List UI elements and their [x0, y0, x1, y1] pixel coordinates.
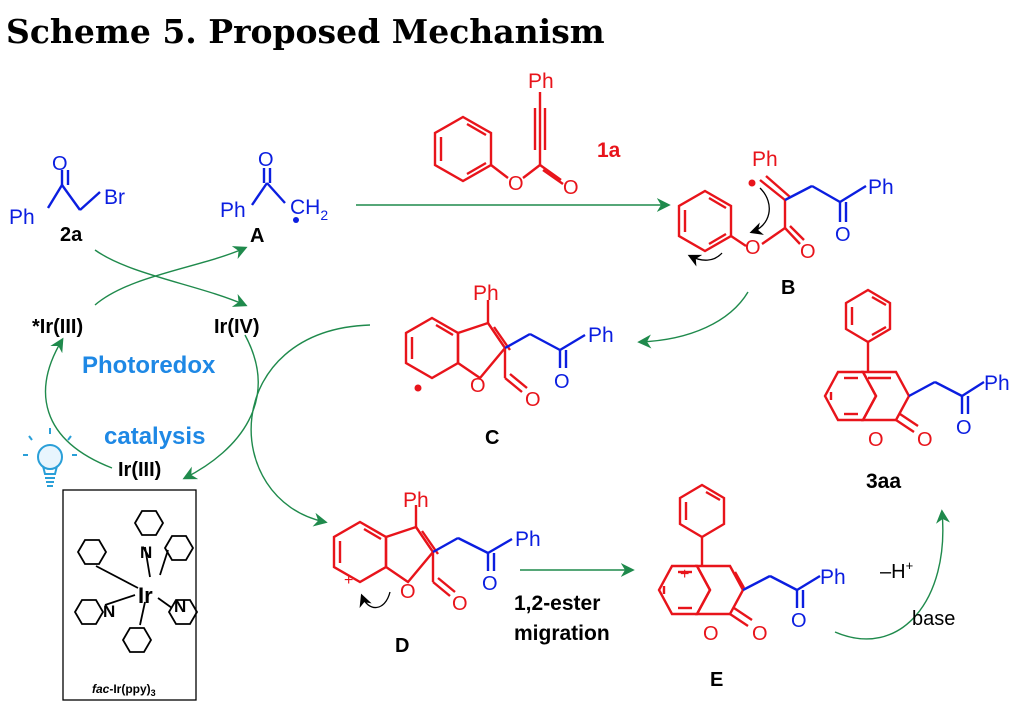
migration-line1: 1,2-ester [514, 592, 600, 615]
label-C: C [485, 427, 499, 449]
photoredox-label: Photoredox [82, 352, 216, 379]
catalyst-name: fac-Ir(ppy)3 [92, 682, 156, 698]
deprotonation-label: –H+ [880, 558, 913, 583]
atom-o-2a: O [52, 153, 68, 175]
base-label: base [912, 608, 955, 630]
light-bulb-icon [23, 428, 77, 487]
atom-o-B-ester: O [745, 237, 761, 259]
atom-o-C-ring: O [470, 375, 486, 397]
atom-o-D-ring: O [400, 581, 416, 603]
atom-o-D-ketone: O [482, 573, 498, 595]
intermediate-E-structure [657, 483, 821, 627]
radical-A-structure [251, 168, 286, 206]
arrow-IrIV-to-IrIII [182, 334, 259, 480]
atom-o-B-ketone: O [835, 224, 851, 246]
ph-D-right: Ph [515, 528, 541, 551]
compound-1a [433, 92, 564, 185]
arrow-E-to-3aa [834, 509, 950, 640]
migration-line2: migration [514, 622, 610, 645]
label-D: D [395, 635, 409, 657]
atom-o-3aa-ring: O [868, 429, 884, 451]
arrow-2a-to-IrIV [94, 249, 248, 307]
intermediate-D-structure [332, 505, 513, 609]
atom-o-E-ketone: O [791, 610, 807, 632]
label-A: A [250, 225, 264, 247]
compound-2a [46, 170, 101, 211]
label-E: E [710, 669, 723, 691]
ph-B-right: Ph [868, 176, 894, 199]
atom-o-3aa-ketone: O [956, 417, 972, 439]
ph-C-top: Ph [473, 282, 499, 305]
atom-o-C-ketone: O [554, 371, 570, 393]
arrow-B-to-C [637, 291, 749, 349]
label-B: B [781, 277, 795, 299]
atom-o-D-carbonyl: O [452, 593, 468, 615]
atom-o-C-carbonyl: O [525, 389, 541, 411]
atom-o-E-ring: O [703, 623, 719, 645]
intermediate-C-structure [404, 300, 586, 393]
ch2-A: CH2 [290, 196, 328, 223]
ph-E-right: Ph [820, 566, 846, 589]
atom-o-1a-carbonyl: O [563, 177, 579, 199]
catalysis-label: catalysis [104, 423, 205, 450]
ir-iii-label: Ir(III) [118, 459, 161, 481]
arrow-C-to-D [250, 324, 371, 527]
label-2a: 2a [60, 224, 83, 246]
arrow-IrIII-to-A [94, 246, 248, 306]
ph-1a: Ph [528, 70, 554, 93]
atom-o-A: O [258, 149, 274, 171]
excited-ir-label: *Ir(III) [32, 316, 83, 338]
atom-o-E-carbonyl: O [752, 623, 768, 645]
ph-A: Ph [220, 199, 246, 222]
ir-iv-label: Ir(IV) [214, 316, 260, 338]
ph-3aa-right: Ph [984, 372, 1010, 395]
atom-o-3aa-carbonyl: O [917, 429, 933, 451]
intermediate-B-structure [677, 175, 867, 267]
atom-ir: Ir [138, 583, 153, 608]
cation-D: + [344, 572, 353, 589]
arrow-IrIII-to-excited [44, 337, 113, 469]
scheme-title: Scheme 5. Proposed Mechanism [6, 12, 605, 51]
catalyst-box: N Ir N N fac-Ir(ppy)3 [62, 489, 199, 701]
label-3aa: 3aa [866, 470, 901, 493]
ph-D-top: Ph [403, 489, 429, 512]
atom-n-left: N [103, 602, 115, 621]
label-1a: 1a [597, 139, 621, 162]
ph-B-top: Ph [752, 148, 778, 171]
atom-o-B-carbonyl: O [800, 241, 816, 263]
atom-o-1a-ester: O [508, 173, 524, 195]
radical-dot-A [293, 217, 299, 223]
atom-n-top: N [140, 543, 152, 562]
ph-C-right: Ph [588, 324, 614, 347]
atom-n-right: N [174, 597, 186, 616]
br-2a: Br [104, 186, 125, 209]
product-3aa-structure [823, 288, 985, 433]
cation-E: + [680, 566, 689, 583]
ph-2a: Ph [9, 206, 35, 229]
